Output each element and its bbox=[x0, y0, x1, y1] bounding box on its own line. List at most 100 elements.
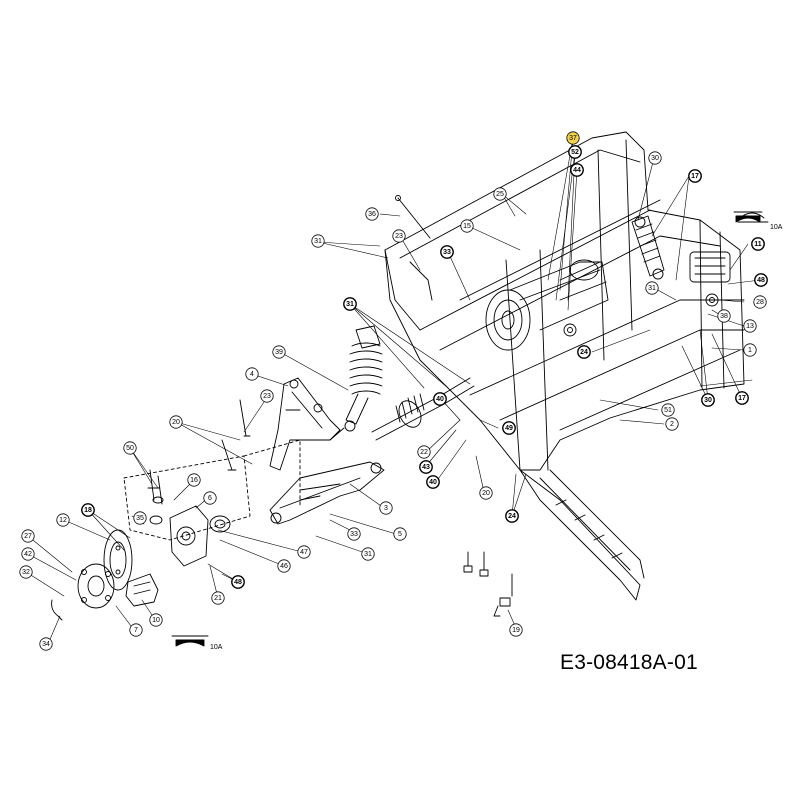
callout-44: 44 bbox=[570, 163, 584, 177]
differential-housing bbox=[485, 259, 609, 351]
callout-circle bbox=[493, 187, 507, 201]
callout-number: 49 bbox=[505, 425, 513, 432]
brake-pad-top bbox=[733, 211, 763, 223]
callout-47: 47 bbox=[297, 545, 311, 559]
callout-number: 24 bbox=[508, 513, 516, 520]
callout-6: 6 bbox=[203, 491, 217, 505]
callout-2: 2 bbox=[665, 417, 679, 431]
callout-22: 22 bbox=[417, 445, 431, 459]
callout-number: 20 bbox=[482, 490, 490, 497]
callout-circle bbox=[123, 441, 137, 455]
callout-circle bbox=[479, 486, 493, 500]
callout-number: 27 bbox=[24, 533, 32, 540]
callout-circle bbox=[187, 473, 201, 487]
callout-24-b: 24 bbox=[505, 509, 519, 523]
callout-43: 43 bbox=[419, 460, 433, 474]
callout-number: 33 bbox=[443, 249, 451, 256]
callout-number: 35 bbox=[136, 515, 144, 522]
callout-circle bbox=[735, 391, 749, 405]
callout-24-a: 24 bbox=[577, 345, 591, 359]
callout-12: 12 bbox=[56, 513, 70, 527]
callout-circle bbox=[19, 565, 33, 579]
callout-circle bbox=[169, 415, 183, 429]
rear-shock-absorber bbox=[631, 215, 665, 280]
callout-17-top: 17 bbox=[688, 169, 702, 183]
callout-34: 34 bbox=[39, 637, 53, 651]
callout-39: 39 bbox=[272, 345, 286, 359]
callout-number: 17 bbox=[738, 395, 746, 402]
callout-number: 48 bbox=[234, 579, 242, 586]
callout-number: 17 bbox=[691, 173, 699, 180]
callout-layer: 3752443017253615312333114828313813131243… bbox=[19, 131, 768, 651]
callout-number: 40 bbox=[429, 479, 437, 486]
callout-33-a: 33 bbox=[440, 245, 454, 259]
callout-circle bbox=[566, 131, 580, 145]
callout-number: 7 bbox=[134, 627, 138, 634]
callout-circle bbox=[361, 547, 375, 561]
callout-circle bbox=[81, 503, 95, 517]
callout-circle bbox=[297, 545, 311, 559]
callout-38: 38 bbox=[717, 309, 731, 323]
callout-circle bbox=[509, 623, 523, 637]
callout-circle bbox=[743, 319, 757, 333]
callout-number: 52 bbox=[571, 149, 579, 156]
arm-group-outline bbox=[243, 439, 301, 507]
callout-circle bbox=[753, 295, 767, 309]
callout-circle bbox=[203, 491, 217, 505]
callout-circle bbox=[717, 309, 731, 323]
callout-5: 5 bbox=[393, 527, 407, 541]
callout-number: 42 bbox=[24, 551, 32, 558]
callout-circle bbox=[231, 575, 245, 589]
callout-23-a: 23 bbox=[392, 229, 406, 243]
callout-circle bbox=[392, 229, 406, 243]
callout-49: 49 bbox=[502, 421, 516, 435]
callout-33-b: 33 bbox=[347, 527, 361, 541]
callout-circle bbox=[688, 169, 702, 183]
callout-number: 25 bbox=[496, 191, 504, 198]
callout-circle bbox=[433, 392, 447, 406]
callout-number: 12 bbox=[59, 517, 67, 524]
callout-circle bbox=[648, 151, 662, 165]
callout-circle bbox=[21, 547, 35, 561]
callout-37: 37 bbox=[566, 131, 580, 145]
callout-circle bbox=[751, 237, 765, 251]
callout-10: 10 bbox=[149, 613, 163, 627]
callout-51: 51 bbox=[661, 403, 675, 417]
callout-16: 16 bbox=[187, 473, 201, 487]
callout-circle bbox=[277, 559, 291, 573]
callout-circle bbox=[379, 501, 393, 515]
front-shock-absorber bbox=[329, 325, 383, 441]
callout-circle bbox=[417, 445, 431, 459]
callout-number: 18 bbox=[84, 507, 92, 514]
callout-30-top: 30 bbox=[648, 151, 662, 165]
callout-31-c: 31 bbox=[361, 547, 375, 561]
callout-number: 37 bbox=[569, 135, 577, 142]
rear-hub-assembly bbox=[689, 212, 769, 307]
callout-circle bbox=[577, 345, 591, 359]
callout-circle bbox=[245, 367, 259, 381]
callout-number: 23 bbox=[263, 393, 271, 400]
brake-pad-bottom bbox=[171, 635, 209, 647]
callout-number: 30 bbox=[704, 397, 712, 404]
callout-number: 32 bbox=[22, 569, 30, 576]
callout-number: 34 bbox=[42, 641, 50, 648]
callout-circle bbox=[149, 613, 163, 627]
callout-circle bbox=[460, 219, 474, 233]
upper-a-arm bbox=[269, 377, 341, 471]
callout-number: 16 bbox=[190, 477, 198, 484]
antenna-rod bbox=[397, 197, 431, 239]
brake-caliper bbox=[125, 573, 159, 607]
callout-50: 50 bbox=[123, 441, 137, 455]
callout-46: 46 bbox=[277, 559, 291, 573]
callout-circle bbox=[129, 623, 143, 637]
callout-circle bbox=[39, 637, 53, 651]
callout-circle bbox=[365, 207, 379, 221]
callout-circle bbox=[260, 389, 274, 403]
callout-circle bbox=[133, 511, 147, 525]
callout-number: 19 bbox=[512, 627, 520, 634]
callout-circle bbox=[426, 475, 440, 489]
callout-number: 20 bbox=[172, 419, 180, 426]
callout-number: 21 bbox=[214, 595, 222, 602]
callout-40-b: 40 bbox=[426, 475, 440, 489]
part-label-10a-top: 10A bbox=[770, 224, 783, 231]
